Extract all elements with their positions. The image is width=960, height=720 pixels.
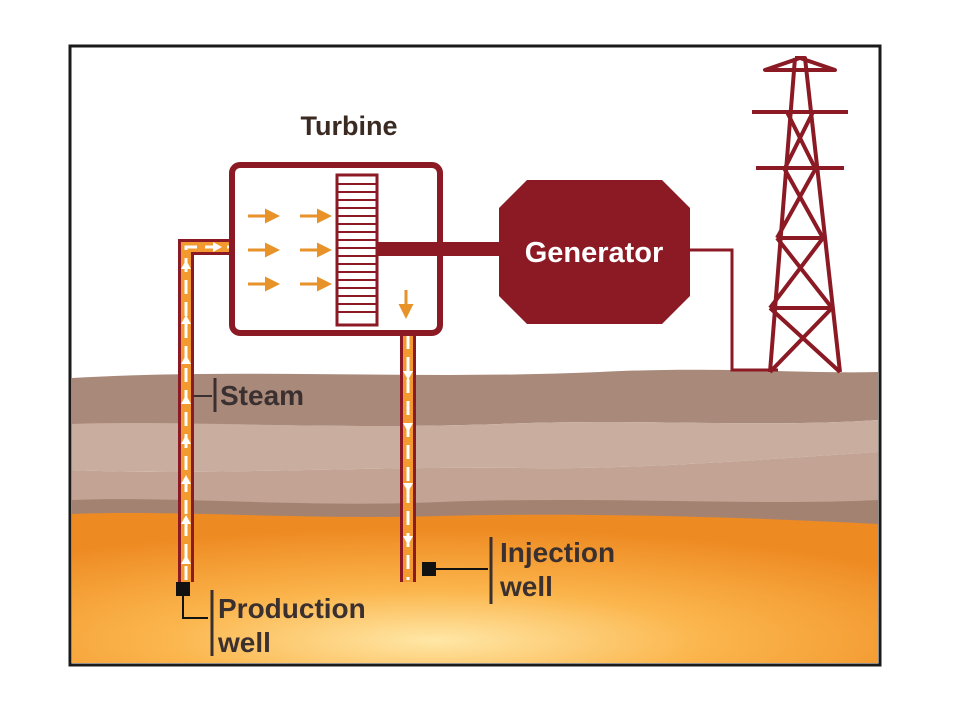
steam-marker: [193, 378, 217, 412]
injection-well-marker: [422, 537, 493, 604]
rock-layer-top: [72, 369, 878, 426]
transmission-tower-icon: [752, 56, 848, 374]
injection-well-label-line2: well: [499, 571, 553, 602]
rock-layer-lower: [72, 452, 878, 507]
injection-well-pipe: [400, 330, 416, 582]
turbine-shaft: [377, 242, 499, 256]
steam-arrows-icon: [248, 208, 414, 319]
steam-label: Steam: [220, 380, 304, 411]
generator-block: [499, 180, 690, 324]
production-well-marker: [176, 582, 214, 656]
turbine-label: Turbine: [301, 111, 398, 141]
rock-layer-middle: [72, 420, 878, 472]
turbine-blades-icon: [335, 173, 379, 327]
rock-layer-bottom: [72, 499, 878, 528]
production-well-label-line2: well: [217, 627, 271, 658]
injection-well-label-line1: Injection: [500, 537, 615, 568]
production-well-label-line1: Production: [218, 593, 366, 624]
power-line: [690, 248, 778, 372]
ground-layers: [72, 369, 878, 663]
generator-label: Generator: [525, 237, 664, 269]
magma-zone: [72, 513, 878, 663]
steam-flow-arrows-up: [181, 242, 222, 564]
